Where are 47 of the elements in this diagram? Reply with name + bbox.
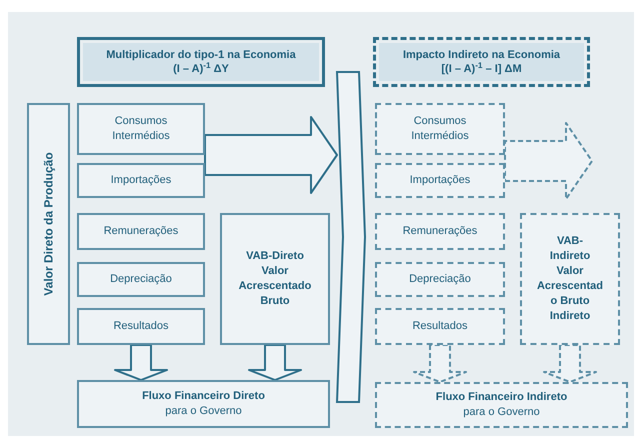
process-box (375, 163, 505, 198)
header-box (373, 37, 590, 87)
block-arrow (204, 116, 338, 194)
process-box (77, 163, 205, 198)
header-title: Multiplicador do tipo-1 na Economia (106, 48, 296, 62)
box-label: VAB-Direto (246, 249, 304, 264)
box-sublabel: para o Governo (463, 405, 540, 420)
box-label: Consumos Intermédios (410, 114, 470, 144)
box-label: Resultados (113, 319, 169, 334)
formula: [(I – A)$^{-1}$ – I] ΔM (441, 62, 522, 76)
box-label: Remunerações (402, 224, 478, 239)
block-arrow (248, 344, 302, 381)
formula: (I – A)$^{-1}$ ΔY (173, 62, 229, 76)
box-label: Fluxo Financeiro Indireto (436, 390, 568, 405)
process-box (375, 382, 628, 428)
process-box (77, 103, 205, 155)
box-label: Resultados (412, 319, 468, 334)
process-box (375, 262, 505, 297)
block-arrow (543, 344, 597, 383)
box-label: Importações (110, 173, 172, 188)
chevron-arrow (337, 72, 365, 402)
box-sublabel: Valor Acrescentado Bruto (238, 264, 312, 309)
process-box (375, 103, 505, 155)
block-arrow (504, 122, 593, 200)
process-box (77, 380, 330, 428)
box-label: Depreciação (409, 272, 471, 287)
box-label: Importações (410, 173, 470, 188)
box-label: Consumos Intermédios (111, 114, 171, 144)
vertical-band (27, 103, 70, 345)
process-box (520, 213, 620, 345)
box-sublabel: Valor Acrescentad o Bruto Indireto (536, 264, 604, 324)
header-box (77, 37, 325, 87)
box-sublabel: para o Governo (165, 404, 242, 419)
band-label: Valor Direto da Produção (40, 152, 56, 296)
box-label: Fluxo Financeiro Direto (142, 389, 265, 404)
box-label: VAB-Indireto (548, 234, 592, 264)
process-box (77, 262, 205, 297)
process-box (375, 308, 505, 345)
header-title: Impacto Indireto na Economia (402, 48, 560, 62)
box-label: Remunerações (104, 224, 178, 239)
block-arrow (114, 344, 168, 381)
block-arrow (413, 344, 467, 383)
process-box (220, 213, 330, 345)
process-box (77, 308, 205, 345)
box-label: Depreciação (110, 272, 172, 287)
process-box (375, 213, 505, 250)
process-box (77, 213, 205, 250)
